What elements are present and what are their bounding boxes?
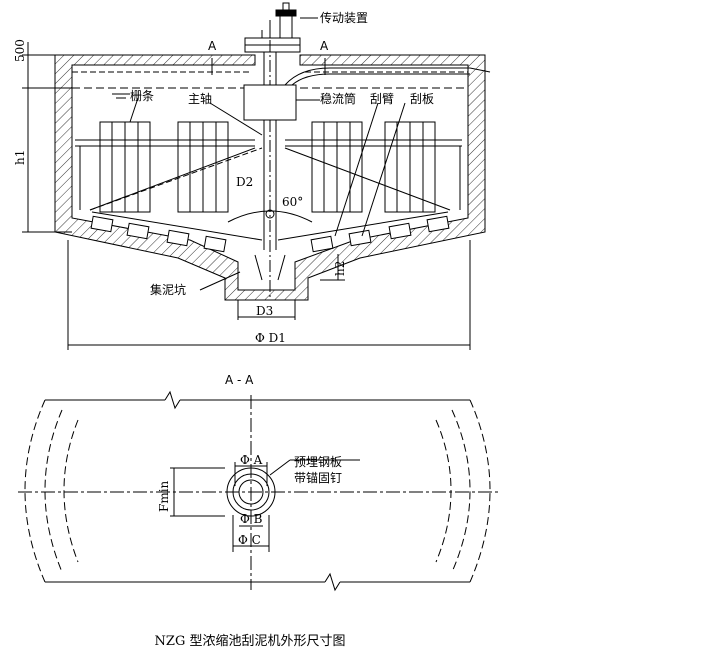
elevation-labels: 传动装置 A A 500 h1 栅条 主轴 稳流筒 刮臂 刮板 D2 60° h… <box>13 10 434 345</box>
label-h2: h2 <box>333 261 347 276</box>
label-section-a-left: A <box>208 39 217 53</box>
scraper-blades <box>90 215 450 253</box>
main-shaft <box>263 20 277 300</box>
label-scraper-plate: 刮板 <box>410 92 434 106</box>
label-drive: 传动装置 <box>320 10 368 25</box>
label-grille: 栅条 <box>130 88 154 103</box>
label-main-shaft: 主轴 <box>188 91 212 106</box>
label-scraper-arm: 刮臂 <box>370 92 394 106</box>
drawing-caption: NZG 型浓缩池刮泥机外形尺寸图 <box>154 634 346 649</box>
section-labels: A - A Φ A 预埋钢板 带锚固钉 Fmin Φ B Φ C <box>157 373 342 547</box>
label-fmin: Fmin <box>157 480 171 512</box>
label-d3: D3 <box>256 304 273 318</box>
elevation-view <box>22 2 491 350</box>
drive-device <box>244 2 301 53</box>
label-phi-c: Φ C <box>238 533 261 547</box>
stabilizer-cylinder <box>243 84 297 121</box>
dimension-lines <box>22 42 471 350</box>
label-dim-500: 500 <box>13 39 27 62</box>
embedded-plate <box>226 467 276 517</box>
grille-pickets <box>99 121 436 213</box>
label-plate-2: 带锚固钉 <box>294 470 342 485</box>
label-dim-h1: h1 <box>13 150 27 165</box>
label-section-title: A - A <box>225 373 254 387</box>
tank-wall <box>54 54 486 301</box>
label-stabilizer: 稳流筒 <box>320 91 356 106</box>
label-phi-a: Φ A <box>240 453 263 467</box>
label-angle: 60° <box>282 195 303 209</box>
label-d1: Φ D1 <box>255 331 286 345</box>
label-plate-1: 预埋钢板 <box>294 455 342 469</box>
label-d2: D2 <box>236 175 253 189</box>
label-section-a-right: A <box>320 39 329 53</box>
leader-lines <box>129 17 406 291</box>
section-outline <box>24 399 491 583</box>
section-view <box>18 390 500 592</box>
label-phi-b: Φ B <box>240 512 263 526</box>
label-sludge-pit: 集泥坑 <box>150 282 186 297</box>
